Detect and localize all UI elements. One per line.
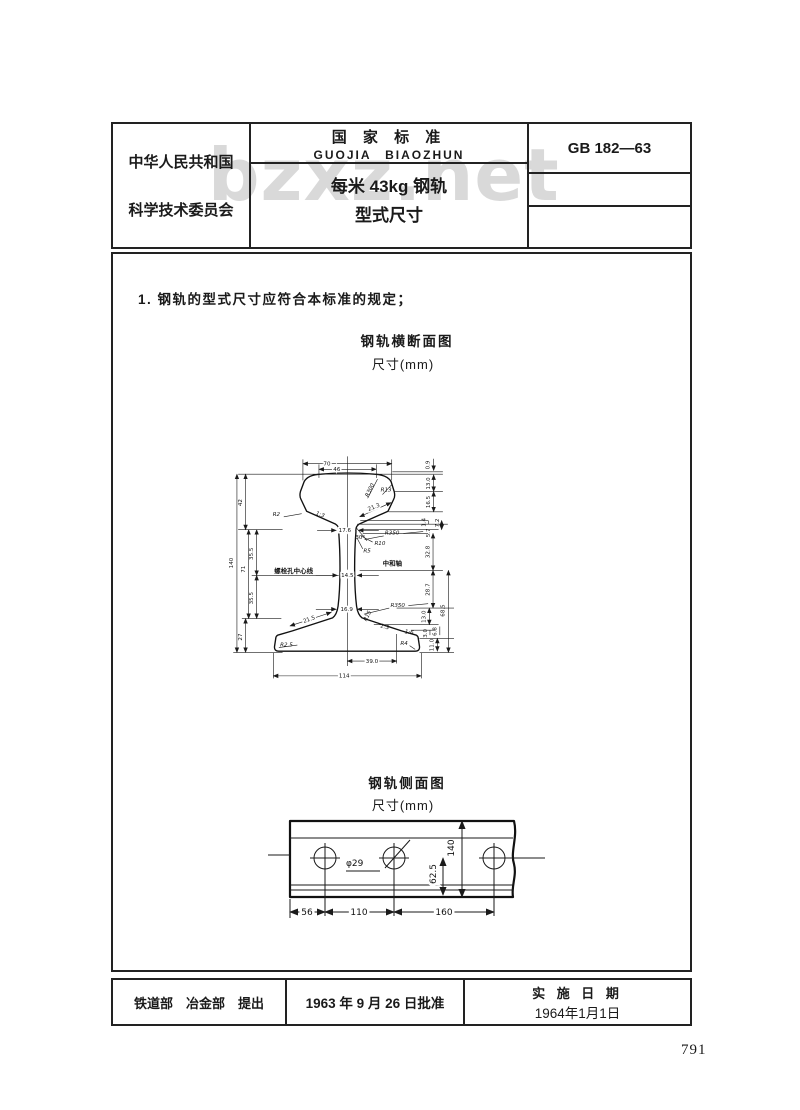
dim-27: 27 [238,633,244,641]
issuing-org-cell: 中华人民共和国 科学技术委员会 [113,124,251,247]
bolt-hole-centerline-label: 螺栓孔中心线 [274,566,313,575]
implementation-cell: 实 施 日 期 1964年1月1日 [465,980,690,1024]
radius-r350-upper: R350 [385,531,400,537]
standard-title-pinyin: GUOJIA BIAOZHUN [313,148,465,162]
cross-section-unit: 尺寸(mm) [371,357,435,372]
radius-r4: R4 [400,641,408,647]
slope-1-6: 1:6 [404,629,414,636]
standard-title-cell: 国 家 标 准 GUOJIA BIAOZHUN 每米 43kg 钢轨 型式尺寸 [251,124,529,247]
footer-table: 铁道部 冶金部 提出 1963 年 9 月 26 日批准 实 施 日 期 196… [111,978,692,1026]
bolt-holes [268,843,545,916]
dim-62-5: 62.5 [429,864,439,884]
dim-35-5-upper: 35.5 [249,547,255,560]
radius-r5: R5 [363,549,371,555]
page-number: 791 [681,1042,707,1058]
radius-r300: R300 [365,482,377,498]
slope-1-3-foot: 1:3 [379,623,390,631]
dim-68-5: 68.5 [441,604,447,617]
org-line2: 科学技术委员会 [128,202,234,219]
radius-r350-lower: R350 [390,603,405,609]
proposed-by-cell: 铁道部 冶金部 提出 [113,980,287,1024]
dim-0-9: 0.9 [425,460,431,469]
dim-32-8: 32.8 [425,545,431,558]
dim-6-8: 6.8 [433,627,439,636]
dim-70: 70 [323,462,331,468]
hole-diameter-label: φ29 [346,859,364,869]
dimension-lines [233,458,454,679]
dim-7-2: 7.2 [435,519,441,528]
dim-39-0: 39.0 [366,659,379,665]
dim-17-6: 17.6 [339,528,352,534]
radius-r15: R15 [363,610,374,623]
dim-16-9: 16.9 [341,607,354,613]
side-view-labels: φ29 140 62.5 56 110 160 [299,839,457,920]
radius-leader-lines [278,479,429,650]
dim-114: 114 [339,674,350,680]
dim-56: 56 [301,908,313,918]
empty-row [529,174,690,207]
neutral-axis-label: 中和轴 [383,558,403,567]
dim-13-0-lower: 13.0 [422,610,428,623]
angle-30: 30° [355,535,365,541]
dim-13-0-top: 13.0 [426,477,432,490]
dim-160: 160 [435,908,452,918]
standard-number: GB 182—63 [529,124,690,174]
dim-71: 71 [241,565,247,573]
dim-16-5: 16.5 [426,495,432,508]
content-frame: 1. 钢轨的型式尺寸应符合本标准的规定； 钢轨横断面图 尺寸(mm) [111,252,692,972]
radius-r13: R13 [381,487,392,493]
standard-title-block: 国 家 标 准 GUOJIA BIAOZHUN [251,124,527,164]
cross-section-title: 钢轨横断面图 [360,334,454,349]
dim-14-5: 14.5 [341,573,354,579]
dim-11-0: 11.0 [430,638,436,651]
radius-r10: R10 [374,541,385,547]
side-view-outline [288,819,517,899]
approval-date-cell: 1963 年 9 月 26 日批准 [287,980,465,1024]
dim-3-0: 3.0 [423,628,429,637]
implementation-label: 实 施 日 期 [532,986,623,1001]
standard-subject: 每米 43kg 钢轨 型式尺寸 [251,164,527,231]
header-table: 中华人民共和国 科学技术委员会 国 家 标 准 GUOJIA BIAOZHUN … [111,122,692,249]
side-view-title: 钢轨侧面图 [368,776,446,791]
dim-28-7: 28.7 [425,583,431,596]
side-view-unit: 尺寸(mm) [371,798,435,813]
dim-35-5-lower: 35.5 [249,592,255,605]
subject-line1: 每米 43kg 钢轨 [330,177,448,196]
implementation-date: 1964年1月1日 [534,1006,621,1021]
cross-section-labels: 70 46 0.9 13.0 16.5 1.4 7.2 5.7 R300 R13… [229,460,447,681]
rail-cross-section-diagram: 70 46 0.9 13.0 16.5 1.4 7.2 5.7 R300 R13… [229,456,454,681]
radius-r2-5: R2.5 [280,642,293,648]
dim-46: 46 [333,467,341,473]
dim-140-side: 140 [447,839,457,856]
standard-title-cn: 国 家 标 准 [331,129,447,146]
dim-5-7: 5.7 [426,528,432,537]
org-line1: 中华人民共和国 [128,154,234,171]
subject-line2: 型式尺寸 [355,205,423,225]
dim-1-4: 1.4 [422,517,428,526]
standard-number-cell: GB 182—63 [529,124,690,247]
dim-140: 140 [229,557,235,568]
slope-1-3-head: 1:3 [315,511,326,520]
rail-outline [273,472,421,652]
dim-110: 110 [350,908,367,918]
clause-1-text: 1. 钢轨的型式尺寸应符合本标准的规定； [138,292,413,307]
side-view-dimensions [289,839,495,918]
radius-r2: R2 [273,512,281,518]
site-watermark: bzxz.net [208,133,560,217]
rail-side-view-diagram: φ29 140 62.5 56 110 160 [268,819,545,921]
dim-21-3: 21.3 [367,503,381,513]
dim-42: 42 [238,499,244,506]
